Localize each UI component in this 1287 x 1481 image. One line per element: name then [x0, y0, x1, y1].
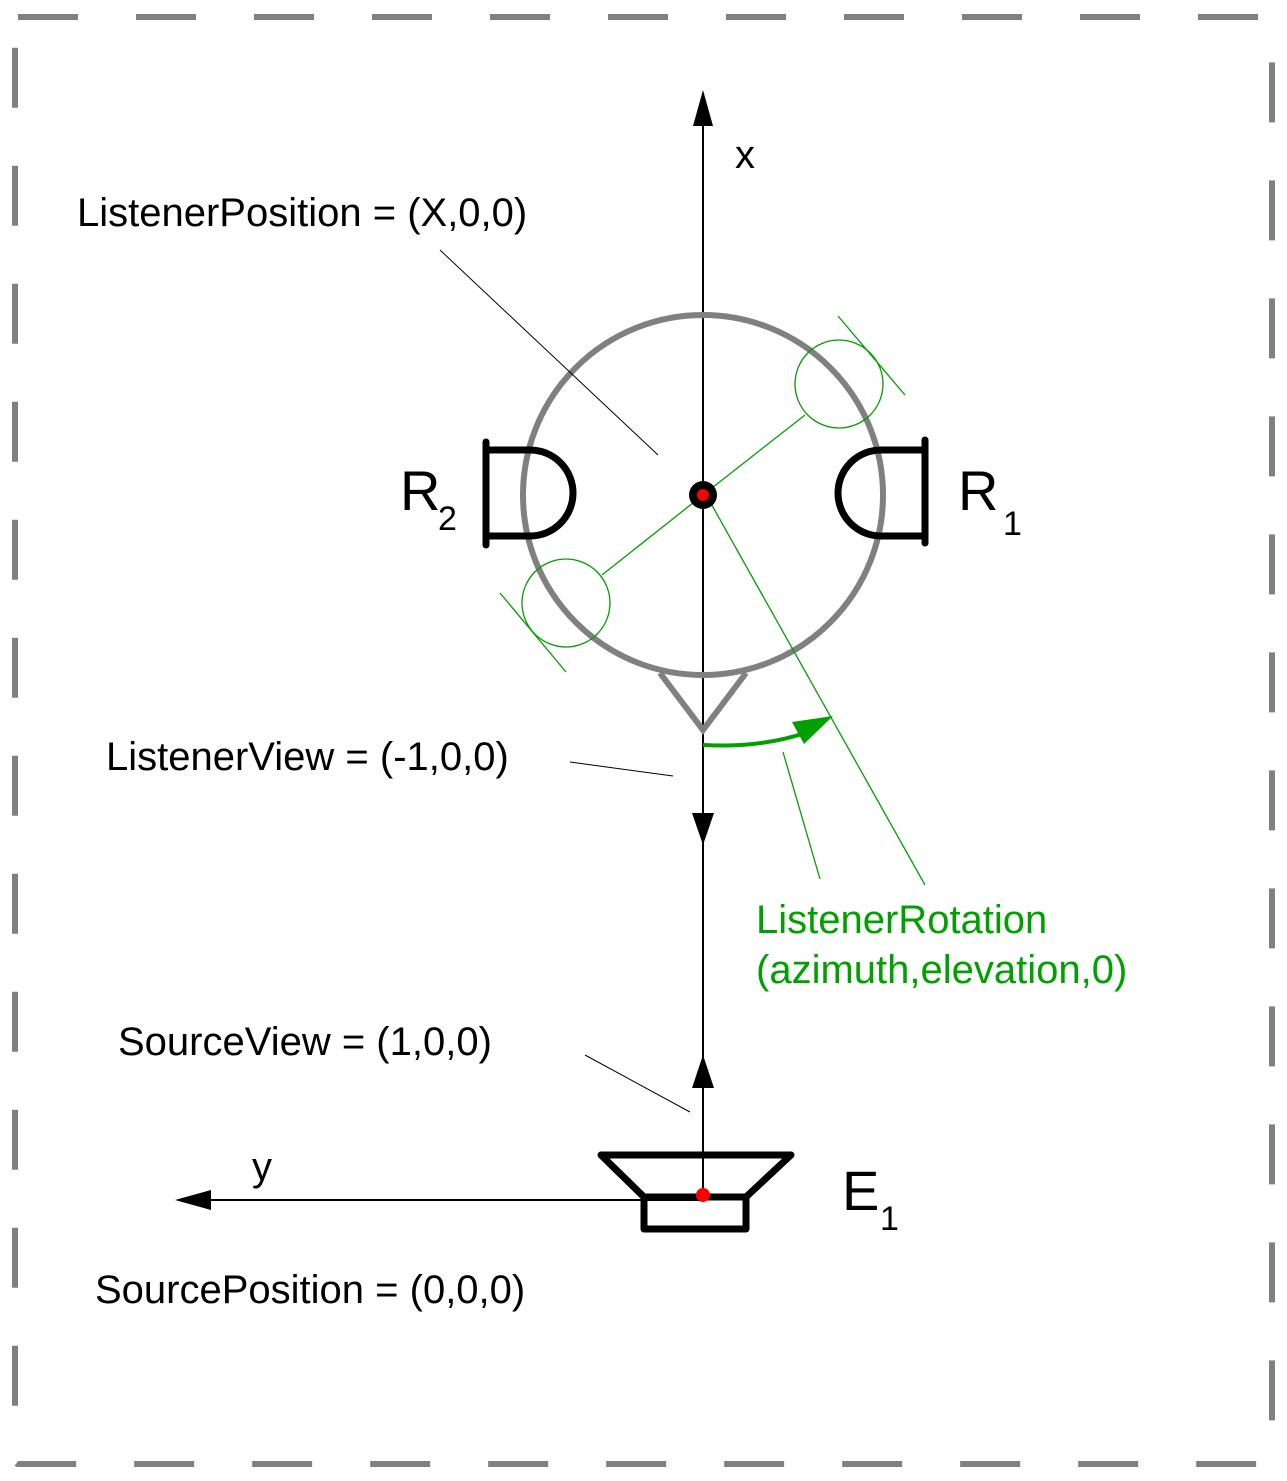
receiver-r2-label: R: [400, 459, 440, 522]
listener-position-leader: [439, 249, 659, 456]
y-axis-label: y: [252, 1145, 272, 1189]
rotation-arrowhead-icon: [792, 716, 833, 744]
receiver-r1-label: R: [958, 459, 998, 522]
receiver-r2-subscript: 2: [438, 500, 457, 538]
source-view-leader: [584, 1054, 691, 1113]
rotation-arc: [702, 731, 806, 748]
loudspeaker-icon: [597, 1151, 795, 1233]
source-position-label: SourcePosition = (0,0,0): [95, 1268, 525, 1312]
listener-view-label: ListenerView = (-1,0,0): [106, 735, 509, 779]
y-axis-arrowhead: [175, 1190, 211, 1210]
listener-view-leader: [569, 761, 674, 777]
listener-rotation-params-label: (azimuth,elevation,0): [756, 948, 1127, 992]
listener-position-label: ListenerPosition = (X,0,0): [77, 191, 527, 235]
receiver-left-icon: [482, 438, 577, 549]
listener-head-icon: [520, 312, 886, 735]
rotated-ears-icon: [499, 315, 926, 886]
receiver-r1-subscript: 1: [1003, 505, 1022, 543]
emitter-e1-label: E: [842, 1159, 879, 1222]
listener-center-red-dot: [697, 489, 709, 501]
source-view-arrowhead: [692, 1055, 714, 1088]
emitter-e1-subscript: 1: [880, 1200, 899, 1238]
source-red-dot: [696, 1188, 710, 1202]
listener-rotation-label: ListenerRotation: [756, 898, 1047, 942]
receiver-right-icon: [834, 436, 929, 547]
source-view-label: SourceView = (1,0,0): [118, 1020, 492, 1064]
x-axis-arrowhead: [693, 90, 713, 126]
x-axis-label: x: [735, 133, 755, 177]
dashed-frame: [12, 14, 1275, 1467]
listener-view-arrowhead: [692, 813, 714, 845]
